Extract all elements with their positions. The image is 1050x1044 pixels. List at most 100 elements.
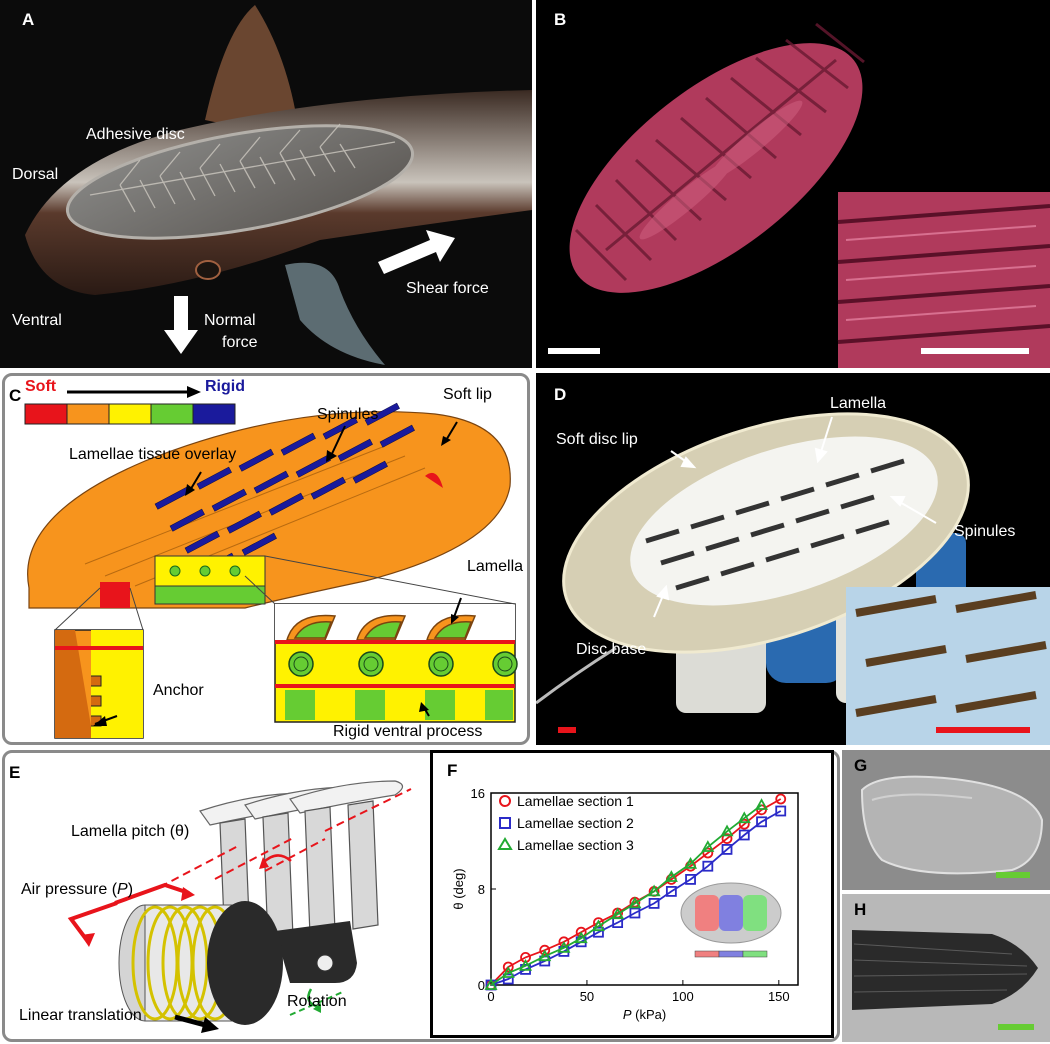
x-axis-label: P (kPa) bbox=[623, 1007, 666, 1022]
series-line bbox=[490, 810, 782, 986]
series-line bbox=[490, 798, 782, 986]
data-point bbox=[721, 833, 733, 844]
data-point bbox=[755, 798, 769, 810]
legend-marker bbox=[499, 795, 511, 807]
data-point bbox=[502, 961, 514, 973]
data-point bbox=[664, 870, 678, 882]
inset-lamella-group bbox=[719, 895, 743, 931]
legend-marker bbox=[497, 837, 513, 850]
y-tick-label: 16 bbox=[471, 786, 485, 801]
data-point bbox=[611, 907, 625, 920]
x-tick-label: 0 bbox=[487, 989, 494, 1004]
anchor-label: Anchor bbox=[153, 682, 204, 699]
adhesive-disc-label: Adhesive disc bbox=[86, 126, 185, 143]
panel-e: E Lamella pitch (θ) Air pressure (P) Rot… bbox=[2, 750, 840, 1042]
panel-e-label: E bbox=[9, 763, 21, 782]
lamella-label: Lamella bbox=[467, 558, 524, 575]
panel-c-label: C bbox=[9, 386, 22, 405]
data-point bbox=[756, 816, 767, 828]
legend-marker bbox=[499, 817, 511, 829]
actuator-schematic bbox=[67, 780, 412, 1033]
data-point bbox=[648, 897, 660, 909]
data-point bbox=[701, 840, 715, 852]
panel-h-label: H bbox=[854, 900, 867, 919]
inset-lamella-group bbox=[695, 895, 719, 931]
data-point bbox=[702, 847, 714, 859]
data-point bbox=[519, 958, 533, 971]
remora-photo bbox=[25, 5, 532, 365]
data-point bbox=[501, 966, 515, 978]
inset-scale-segment bbox=[694, 950, 720, 958]
data-point bbox=[684, 856, 698, 869]
panel-f: F 0 50 100 150 0 8 16 P (kPa) θ (deg) Lamellae se… bbox=[430, 750, 834, 1038]
data-point bbox=[593, 926, 604, 938]
panel-c: C Soft Rigid Spinules Soft lip Lamellae … bbox=[2, 373, 530, 745]
panel-d-label: D bbox=[554, 385, 567, 404]
data-point bbox=[502, 973, 514, 985]
panel-f-label: F bbox=[447, 761, 458, 780]
legend-label: Lamellae section 1 bbox=[517, 793, 634, 809]
data-point bbox=[775, 793, 787, 805]
panel-b: B bbox=[536, 0, 1050, 368]
pitch-vs-pressure-chart: 0 50 100 150 0 8 16 P (kPa) θ (deg) Lamellae sect… bbox=[451, 786, 799, 1022]
lamella-label-d: Lamella bbox=[830, 395, 887, 412]
data-point bbox=[557, 940, 571, 953]
inset-scale-segment bbox=[742, 950, 768, 958]
data-point bbox=[538, 949, 552, 962]
air-pressure-prefix: Air pressure ( bbox=[21, 881, 118, 898]
panel-a: A Adhesive disc Dorsal Ventral Normal fo… bbox=[0, 0, 532, 368]
data-point bbox=[737, 811, 751, 824]
panel-b-label: B bbox=[554, 10, 567, 29]
data-point bbox=[539, 944, 551, 956]
panel-a-label: A bbox=[22, 10, 35, 29]
data-point bbox=[647, 884, 661, 897]
stiffness-scale bbox=[24, 386, 236, 425]
panel-h: H bbox=[842, 894, 1050, 1042]
ventral-process-label: Rigid ventral process bbox=[333, 723, 483, 740]
tissue-overlay-label: Lamellae tissue overlay bbox=[69, 446, 237, 463]
linear-translation-label: Linear translation bbox=[19, 1007, 142, 1024]
x-tick-label: 100 bbox=[672, 989, 694, 1004]
y-axis-label: θ (deg) bbox=[451, 868, 466, 909]
air-pressure-label: Air pressure (P) bbox=[21, 881, 133, 899]
data-point bbox=[665, 885, 677, 897]
data-point bbox=[685, 874, 696, 885]
air-pressure-suffix: ) bbox=[127, 881, 134, 898]
sem-lamella-top bbox=[842, 750, 1050, 890]
scale-rigid-label: Rigid bbox=[205, 378, 245, 395]
data-point bbox=[484, 978, 498, 990]
data-point bbox=[738, 818, 750, 830]
panel-g-label: G bbox=[854, 756, 868, 775]
shear-force-label: Shear force bbox=[406, 280, 489, 297]
ventral-label: Ventral bbox=[12, 312, 62, 329]
normal-force-label-2: force bbox=[222, 334, 258, 351]
x-tick-label: 50 bbox=[580, 989, 594, 1004]
scale-soft-label: Soft bbox=[25, 378, 57, 395]
x-tick-label: 150 bbox=[768, 989, 790, 1004]
y-tick-label: 0 bbox=[478, 978, 485, 993]
data-point bbox=[629, 907, 641, 919]
data-point bbox=[738, 829, 750, 841]
y-tick-label: 8 bbox=[478, 882, 485, 897]
x-axis-var: P bbox=[623, 1007, 632, 1022]
panel-d: D Lamella Soft disc lip Spinules Disc ba… bbox=[536, 373, 1050, 745]
data-point bbox=[702, 860, 714, 872]
inset-scale-segment bbox=[718, 950, 744, 958]
soft-lip-label: Soft lip bbox=[443, 386, 492, 403]
inset-lamella-group bbox=[743, 895, 767, 931]
spinules-label-d: Spinules bbox=[954, 523, 1016, 540]
data-point bbox=[775, 805, 787, 817]
disc-base-label: Disc base bbox=[576, 641, 647, 658]
data-point bbox=[591, 919, 605, 932]
data-point bbox=[574, 931, 588, 944]
soft-disc-lip-label: Soft disc lip bbox=[556, 431, 638, 448]
series-line bbox=[490, 804, 763, 986]
data-point bbox=[628, 896, 642, 909]
disc-schematic bbox=[24, 386, 518, 739]
panel-g: G bbox=[842, 750, 1050, 890]
lamella-pitch-label: Lamella pitch (θ) bbox=[71, 823, 190, 840]
legend-label: Lamellae section 3 bbox=[517, 837, 634, 853]
normal-force-label-1: Normal bbox=[204, 312, 256, 329]
data-point bbox=[721, 844, 733, 855]
legend-label: Lamellae section 2 bbox=[517, 815, 634, 831]
